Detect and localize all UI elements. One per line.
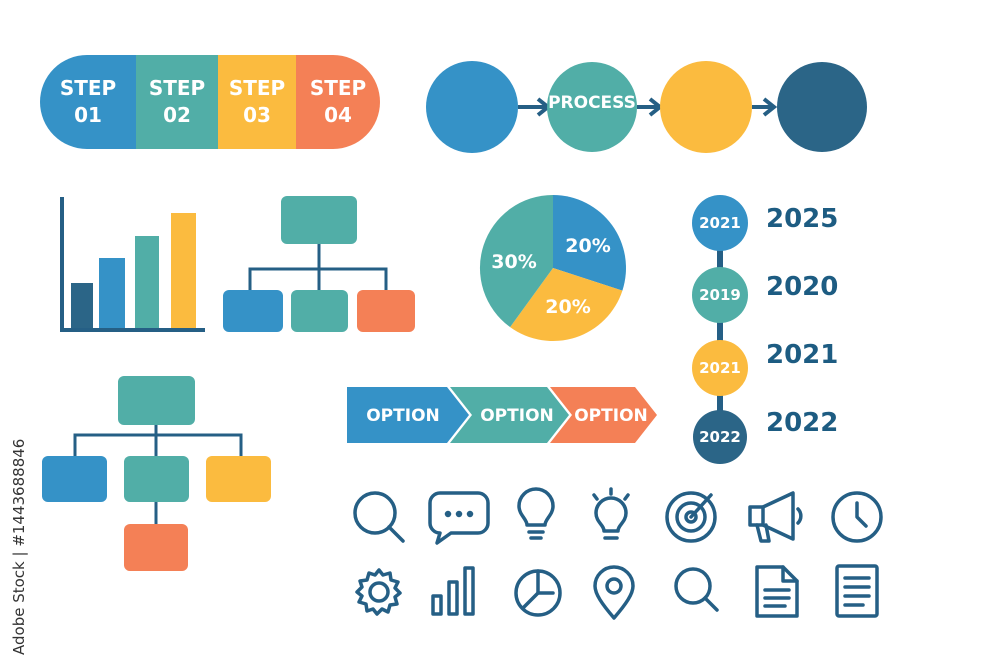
option-chevron-1	[347, 387, 469, 443]
org-node-left	[42, 456, 107, 502]
step-3-number: 03	[243, 103, 271, 127]
pie-chart-graphic	[479, 194, 626, 342]
icon-row-2	[355, 564, 879, 620]
timeline-year-2: 2020	[766, 272, 839, 302]
search-icon	[674, 567, 719, 612]
timeline-badge-3: 2021	[699, 359, 741, 377]
megaphone-icon	[748, 491, 803, 543]
org-node-middle	[124, 456, 189, 502]
icon-row-1	[353, 487, 883, 545]
search-icon	[353, 491, 405, 543]
pie-slice-yellow	[510, 268, 623, 342]
option-chevron-2	[450, 387, 569, 443]
pie-label-teal: 30%	[491, 251, 537, 273]
timeline-badge-1: 2021	[699, 214, 741, 232]
pie-label-blue: 20%	[565, 235, 611, 257]
step-4-label: STEP	[309, 76, 367, 100]
bar-2	[99, 258, 125, 328]
document-icon	[755, 565, 799, 618]
pie-slice-blue	[553, 195, 626, 291]
step-1-number: 01	[74, 103, 102, 127]
org-connectors	[248, 244, 388, 292]
bar-chart-graphic	[60, 197, 205, 332]
timeline-year-3: 2021	[766, 340, 839, 370]
step-4: STEP 04	[296, 55, 380, 149]
stock-watermark: Adobe Stock | #1443688846	[10, 438, 28, 655]
process-node-2	[547, 62, 637, 152]
timeline-year-1: 2025	[766, 204, 839, 234]
bar-1	[71, 283, 93, 328]
pie-slice-teal	[479, 194, 553, 328]
org-node-top	[281, 196, 357, 244]
org-chart-small	[223, 196, 415, 332]
chat-bubble-icon	[428, 491, 490, 545]
org-chart-large	[42, 376, 271, 571]
timeline-dot-3	[692, 340, 748, 396]
org-node-bottom	[124, 524, 188, 571]
process-flow	[426, 61, 867, 153]
lightbulb-idea-icon	[592, 487, 630, 540]
step-4-number: 04	[324, 103, 352, 127]
org-node-right	[206, 456, 271, 502]
timeline-dot-2	[692, 267, 748, 323]
step-3-label: STEP	[228, 76, 286, 100]
option-1-label: OPTION	[366, 405, 440, 426]
process-label: PROCESS	[548, 93, 636, 113]
org-node-middle	[291, 290, 348, 332]
lightbulb-icon	[517, 487, 555, 540]
process-node-3	[660, 61, 752, 153]
step-2-label: STEP	[148, 76, 206, 100]
org-node-top	[118, 376, 195, 425]
org-connectors	[73, 425, 243, 525]
timer-icon	[514, 569, 562, 617]
timeline-badge-4: 2022	[699, 428, 741, 446]
process-node-1	[426, 61, 518, 153]
option-2: OPTION	[468, 387, 566, 444]
target-icon	[665, 491, 717, 543]
step-1-label: STEP	[59, 76, 117, 100]
timeline-dot-1	[692, 195, 748, 251]
checklist-icon	[835, 564, 879, 618]
process-node-4	[777, 62, 867, 152]
step-2-number: 02	[163, 103, 191, 127]
step-3: STEP 03	[218, 55, 296, 149]
timeline-dot-4	[693, 410, 747, 464]
location-pin-icon	[593, 565, 635, 620]
option-3: OPTION	[570, 387, 652, 444]
arrow-right-icon	[752, 97, 778, 117]
option-chevrons	[347, 387, 657, 443]
step-1: STEP 01	[40, 55, 136, 149]
pie-label-yellow: 20%	[545, 296, 591, 318]
option-3-label: OPTION	[574, 405, 648, 426]
clock-icon	[831, 491, 883, 543]
chart-axes	[60, 197, 205, 332]
bar-chart-icon	[431, 566, 475, 616]
option-chevron-3	[550, 387, 657, 443]
gear-icon	[355, 568, 402, 616]
step-banner: STEP 01 STEP 02 STEP 03 STEP 04	[40, 55, 380, 149]
org-node-right	[357, 290, 415, 332]
bar-4	[171, 213, 196, 328]
step-2: STEP 02	[136, 55, 218, 149]
bar-3	[135, 236, 159, 328]
option-1: OPTION	[347, 387, 459, 444]
option-2-label: OPTION	[480, 405, 554, 426]
timeline-badge-2: 2019	[699, 286, 741, 304]
timeline-graphic	[692, 195, 748, 464]
org-node-left	[223, 290, 283, 332]
timeline-year-4: 2022	[766, 408, 839, 438]
